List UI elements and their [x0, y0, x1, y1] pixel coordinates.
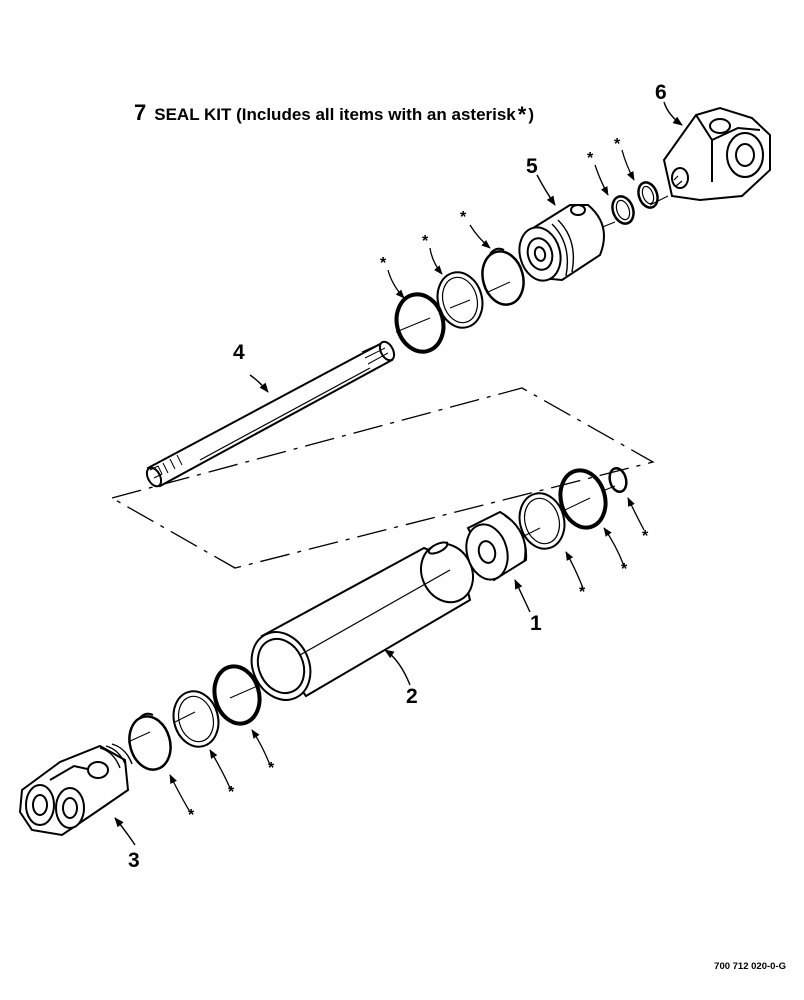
upper-clevis: [662, 106, 771, 202]
asterisk-marker: *: [268, 760, 275, 777]
piston: [465, 510, 528, 582]
callout-item-4: 4: [233, 341, 245, 364]
asterisk-marker: *: [188, 807, 195, 824]
lower-seal-rings: [128, 664, 262, 771]
asterisk-marker: *: [228, 784, 235, 801]
upper-seal-rings: [394, 247, 525, 354]
piston-rod: [145, 340, 396, 488]
asterisk-marker: *: [460, 209, 467, 226]
piston-seal-rings: [518, 466, 628, 550]
asterisk-marker: *: [587, 150, 594, 167]
asterisk-marker: *: [621, 561, 628, 578]
callout-item-3: 3: [128, 849, 140, 872]
drawing-code: 700 712 020-0-G: [714, 961, 786, 972]
asterisk-marker: *: [579, 584, 586, 601]
seal-kit-title: 7 SEAL KIT (Includes all items with an a…: [134, 100, 534, 127]
seal-kit-item-number: 7: [134, 100, 147, 125]
callout-item-2: 2: [406, 685, 418, 708]
seal-kit-description: SEAL KIT (Includes all items with an ast…: [154, 105, 516, 124]
lower-clevis: [18, 743, 133, 837]
callout-item-1: 1: [530, 612, 542, 635]
cylinder-barrel: [250, 541, 474, 701]
upper-small-rings: [611, 181, 659, 225]
asterisk-marker: *: [642, 528, 649, 545]
seal-kit-close-paren: ): [528, 105, 534, 124]
asterisk-leaders: [169, 149, 645, 813]
callout-item-6: 6: [655, 81, 667, 104]
asterisk-marker: *: [614, 136, 621, 153]
assembly-group-outline: [111, 387, 655, 569]
cylinder-gland: [518, 204, 605, 282]
callout-leaders: [114, 101, 683, 846]
asterisk-marker: *: [422, 233, 429, 250]
callout-item-5: 5: [526, 155, 538, 178]
asterisk-marker: *: [380, 255, 387, 272]
seal-kit-asterisk: *: [517, 102, 527, 127]
